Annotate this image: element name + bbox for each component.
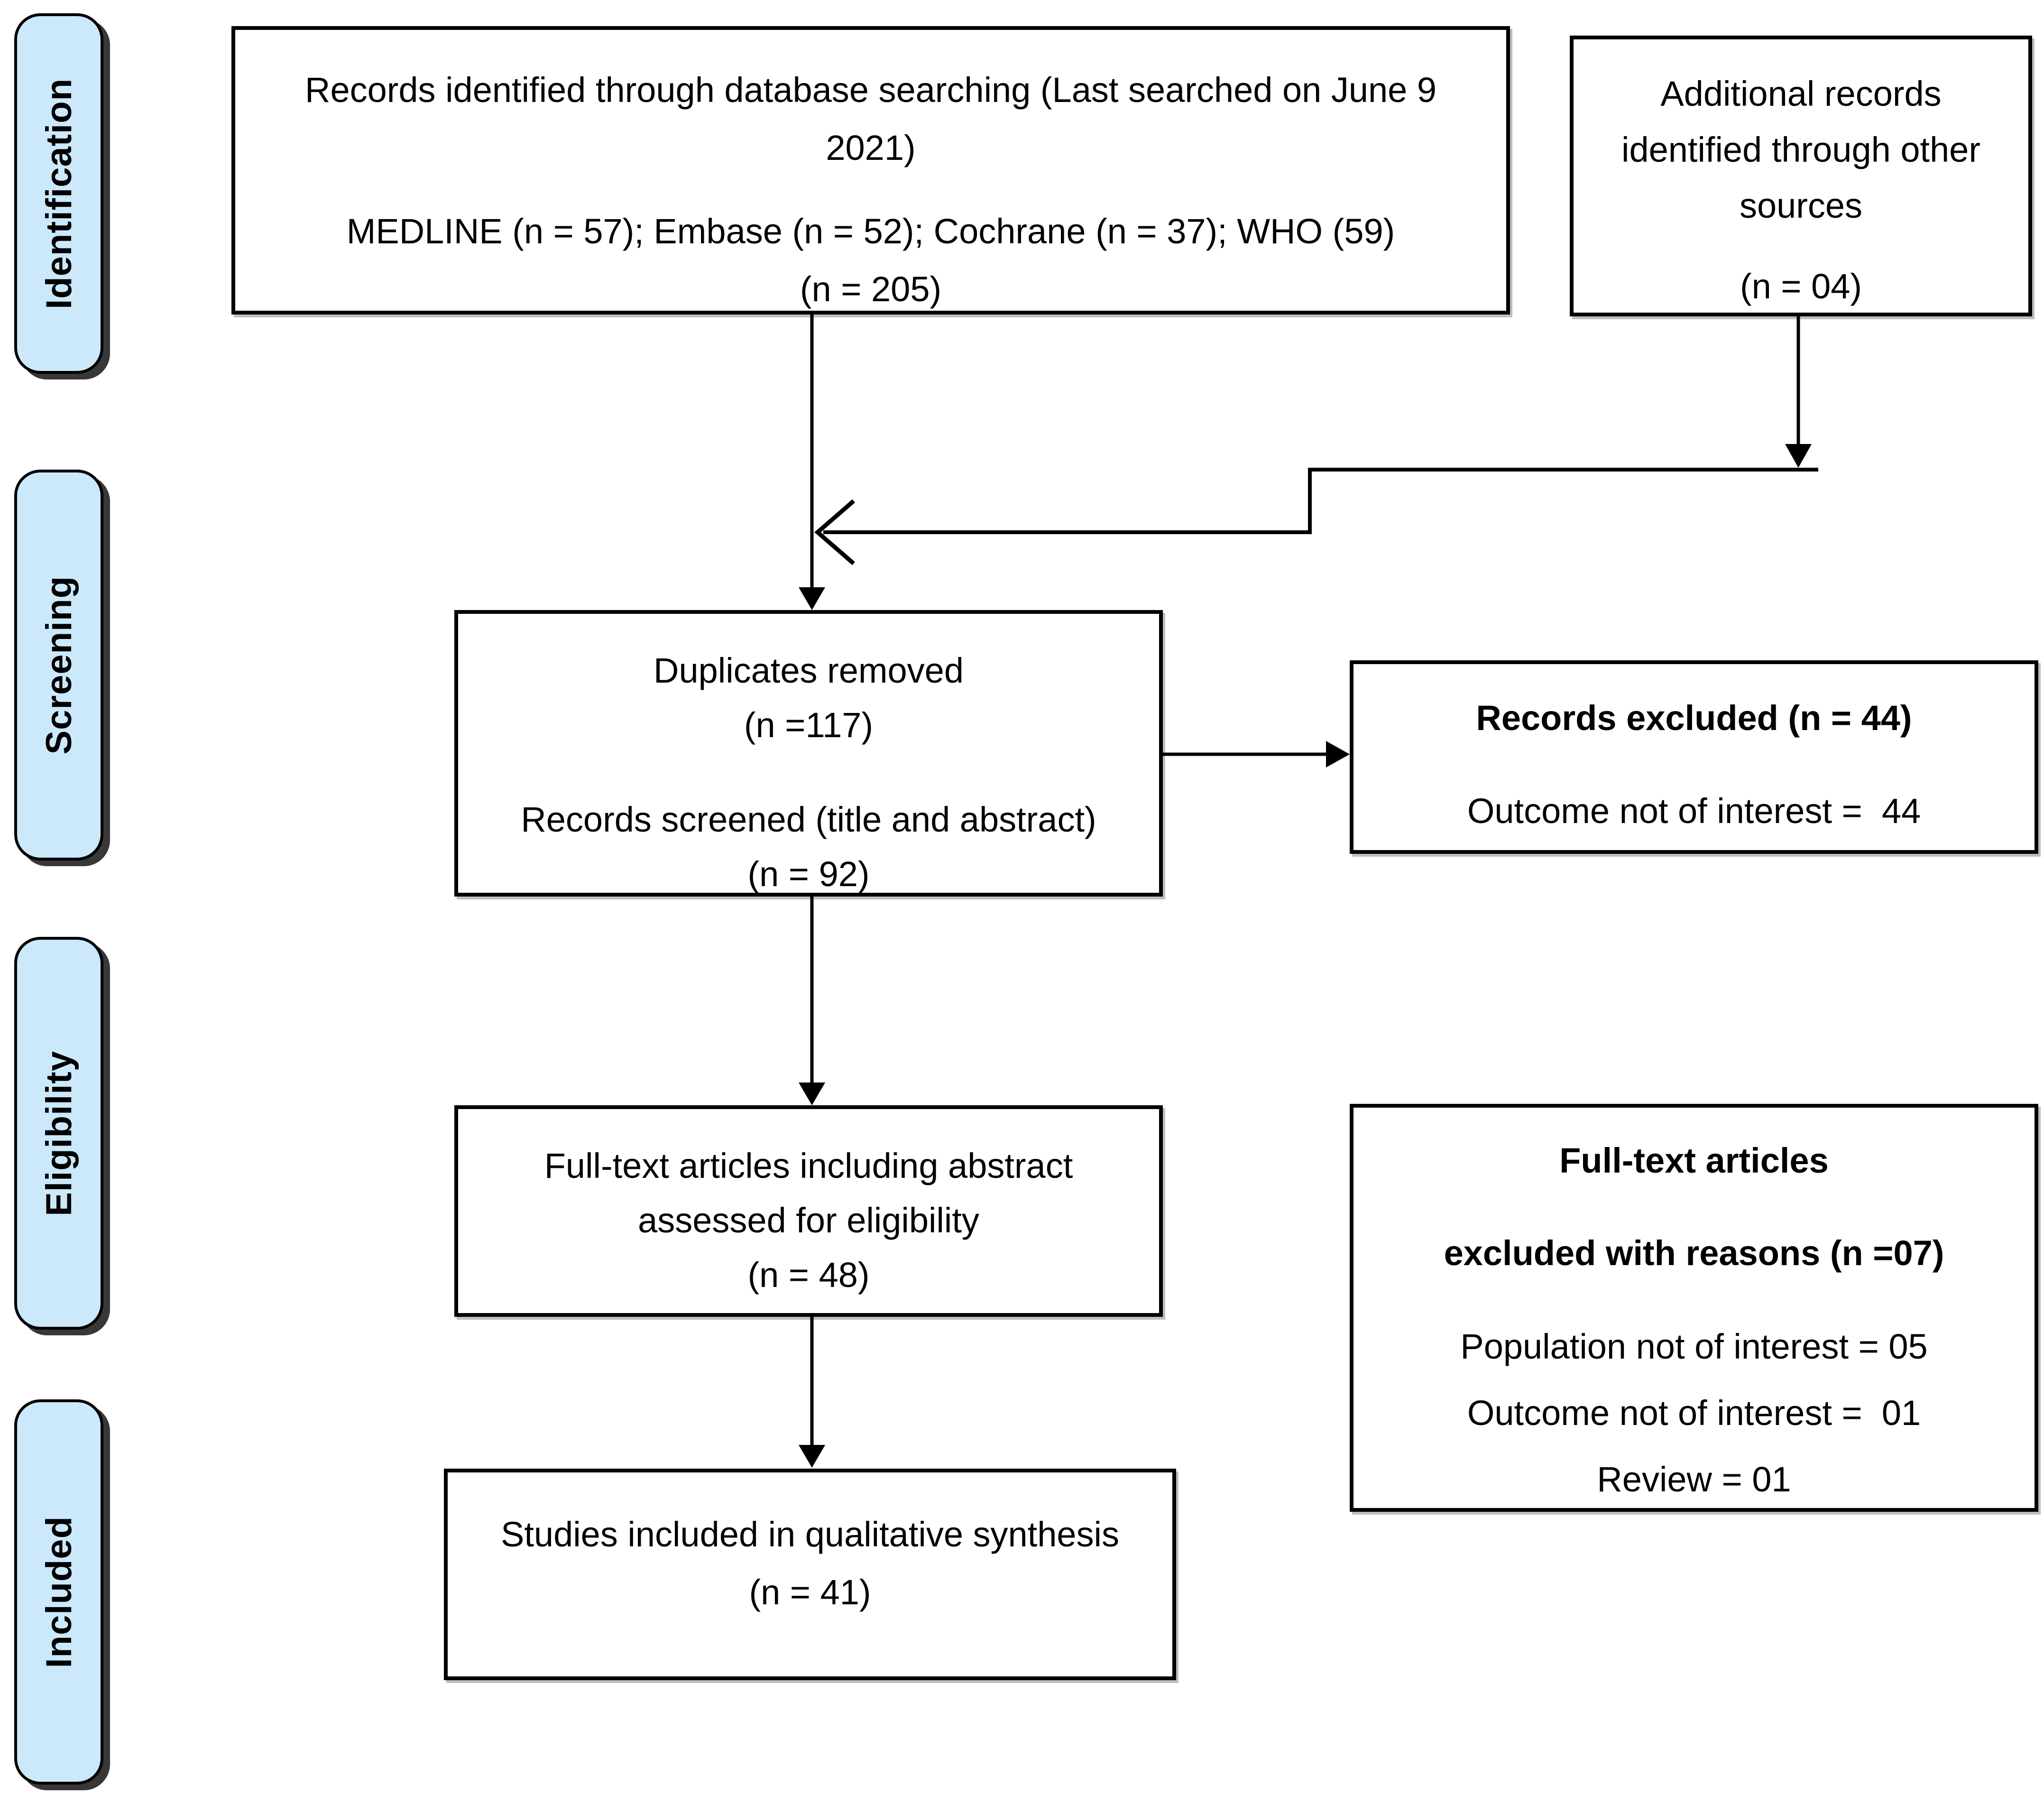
box-records-excluded: Records excluded (n = 44) Outcome not of… (1350, 660, 2038, 854)
stage-identification-label: Identification (38, 78, 79, 309)
arrow-additional-down-head (1785, 444, 1812, 468)
arrow-identified-to-duplicates-head (799, 587, 825, 610)
records-screened-count: (n = 92) (747, 854, 870, 894)
stage-eligibility: Eligibility (14, 937, 103, 1330)
stage-included-label: Included (38, 1516, 79, 1668)
fulltext-excluded-reason-review: Review = 01 (1597, 1460, 1791, 1499)
additional-records-count: (n = 04) (1740, 267, 1862, 306)
box-fulltext-excluded: Full-text articles excluded with reasons… (1350, 1104, 2038, 1512)
fulltext-excluded-reason-population: Population not of interest = 05 (1460, 1327, 1928, 1366)
stage-eligibility-label: Eligibility (38, 1050, 79, 1216)
records-screened-line: Records screened (title and abstract) (521, 800, 1096, 839)
box-studies-included: Studies included in qualitative synthesi… (444, 1469, 1176, 1680)
fulltext-excluded-reason-outcome: Outcome not of interest = 01 (1467, 1393, 1921, 1433)
duplicates-removed-line: Duplicates removed (654, 651, 964, 690)
stage-included: Included (14, 1399, 103, 1785)
additional-records-line-3: sources (1739, 186, 1863, 225)
stage-identification: Identification (14, 13, 103, 374)
fulltext-assessed-line-1: Full-text articles including abstract (544, 1146, 1073, 1185)
records-identified-line-2: 2021) (826, 128, 916, 167)
duplicates-removed-count: (n =117) (744, 705, 874, 745)
arrow-fulltext-to-included-head (799, 1445, 825, 1468)
records-excluded-reason: Outcome not of interest = 44 (1467, 791, 1921, 831)
studies-included-count: (n = 41) (749, 1573, 871, 1612)
additional-records-line-1: Additional records (1660, 74, 1942, 113)
records-identified-sources: MEDLINE (n = 57); Embase (n = 52); Cochr… (346, 212, 1395, 251)
fulltext-assessed-line-2: assessed for eligibility (638, 1201, 979, 1240)
box-duplicates-removed: Duplicates removed (n =117) Records scre… (454, 610, 1163, 897)
records-identified-line-1: Records identified through database sear… (305, 70, 1436, 110)
box-additional-records: Additional records identified through ot… (1570, 36, 2032, 316)
connector-additional-merge (823, 468, 1818, 534)
arrow-duplicates-to-fulltext-head (799, 1083, 825, 1105)
records-excluded-title: Records excluded (n = 44) (1476, 698, 1912, 738)
studies-included-line: Studies included in qualitative synthesi… (501, 1515, 1119, 1554)
fulltext-excluded-title-1: Full-text articles (1559, 1141, 1829, 1180)
arrow-duplicates-to-excluded-head (1326, 741, 1350, 768)
records-identified-total: (n = 205) (800, 269, 942, 309)
stage-screening: Screening (14, 470, 103, 860)
fulltext-assessed-count: (n = 48) (747, 1255, 870, 1295)
box-fulltext-assessed: Full-text articles including abstract as… (454, 1105, 1163, 1317)
stage-screening-label: Screening (38, 575, 79, 755)
additional-records-line-2: identified through other (1621, 130, 1980, 169)
fulltext-excluded-title-2: excluded with reasons (n =07) (1444, 1233, 1944, 1273)
box-records-identified: Records identified through database sear… (231, 26, 1510, 315)
merge-left-arrowhead (814, 499, 855, 565)
